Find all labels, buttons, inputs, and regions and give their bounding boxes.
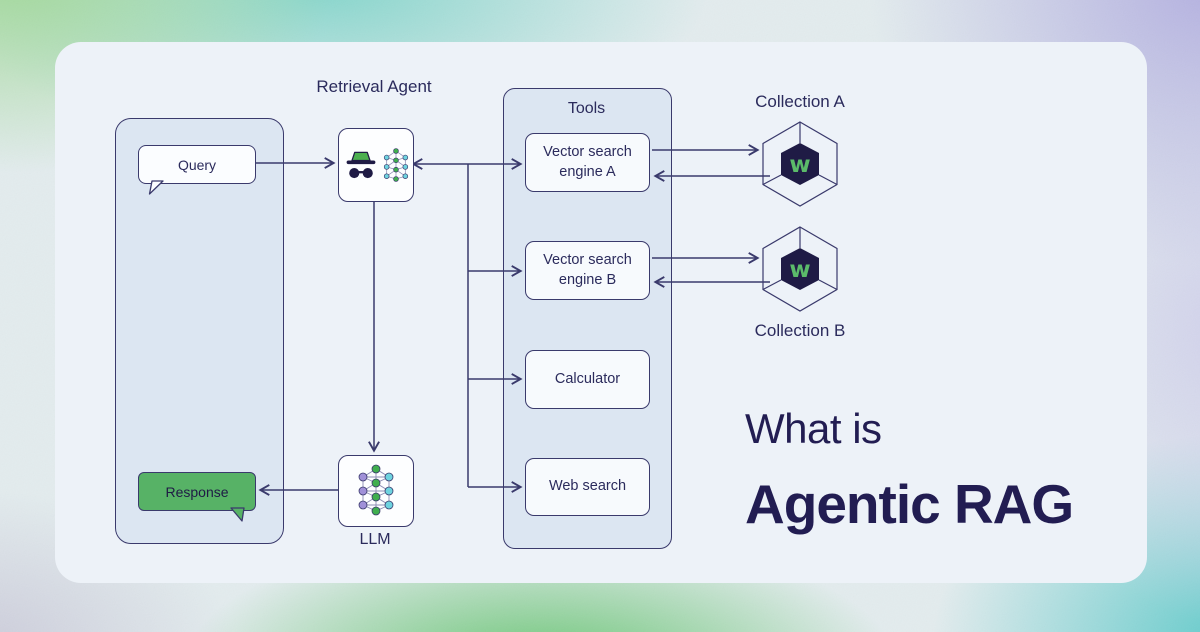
svg-text:w: w xyxy=(789,257,810,283)
tool-calculator: Calculator xyxy=(525,350,650,409)
response-bubble-tail xyxy=(230,507,245,522)
retrieval-agent-label: Retrieval Agent xyxy=(316,77,432,96)
tool-vector-search-engine-b: Vector search engine B xyxy=(525,241,650,300)
tool-web-search: Web search xyxy=(525,458,650,516)
query-bubble-tail xyxy=(148,180,164,195)
collection-a-label: Collection A xyxy=(755,92,845,111)
tools-panel-title: Tools xyxy=(567,100,606,117)
query-label: Query xyxy=(177,156,217,173)
retrieval-agent-box xyxy=(338,128,414,202)
tool-label: Vector search engine A xyxy=(543,143,632,180)
neural-network-icon xyxy=(358,464,394,516)
llm-box xyxy=(338,455,414,527)
title-block: What is Agentic RAG xyxy=(745,405,1074,536)
query-bubble: Query xyxy=(138,145,256,195)
collection-a-weaviate-hexagon-icon: w xyxy=(762,121,838,207)
tool-label: Vector search engine B xyxy=(543,251,632,288)
tool-label: Web search xyxy=(548,478,627,495)
tool-label: Calculator xyxy=(554,370,621,387)
collection-b-weaviate-hexagon-icon: w xyxy=(762,226,838,312)
title-prefix: What is xyxy=(745,405,882,452)
response-bubble: Response xyxy=(138,472,256,522)
mini-neural-network-icon xyxy=(383,148,408,182)
llm-label: LLM xyxy=(359,531,391,548)
tool-vector-search-engine-a: Vector search engine A xyxy=(525,133,650,192)
page-title: Agentic RAG xyxy=(745,473,1074,535)
spy-agent-icon xyxy=(346,151,375,179)
response-label: Response xyxy=(165,483,229,500)
svg-text:w: w xyxy=(789,152,810,178)
collection-b-label: Collection B xyxy=(754,321,846,340)
